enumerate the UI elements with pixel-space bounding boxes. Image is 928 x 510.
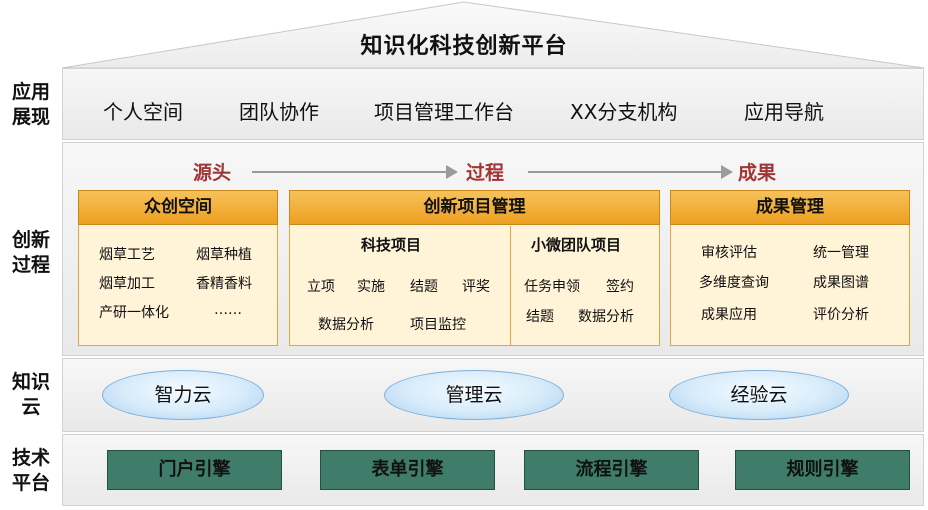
app-item-team-collab[interactable]: 团队协作 <box>239 100 319 124</box>
result-mgmt-header: 成果管理 <box>670 190 910 225</box>
engine-portal[interactable]: 门户引擎 <box>107 450 282 490</box>
result-item: 成果应用 <box>701 307 757 323</box>
team-project-item: 签约 <box>606 279 634 295</box>
tech-project-item: 数据分析 <box>318 317 374 333</box>
crowd-item: …… <box>214 302 242 318</box>
process-layer-label: 创新 过程 <box>11 229 50 276</box>
crowd-item: 烟草种植 <box>196 247 252 263</box>
crowd-item: 香精香料 <box>196 276 252 292</box>
tech-project-item: 评奖 <box>462 279 490 295</box>
stage-process: 过程 <box>466 162 505 184</box>
result-item: 多维度查询 <box>699 275 769 291</box>
app-item-personal-space[interactable]: 个人空间 <box>103 100 183 124</box>
tech-project-title: 科技项目 <box>361 236 422 254</box>
crowd-item: 烟草工艺 <box>99 247 155 263</box>
project-mgmt-header: 创新项目管理 <box>289 190 660 225</box>
knowledge-layer-label: 知识 云 <box>11 371 50 418</box>
tech-project-item: 实施 <box>357 279 385 295</box>
engine-workflow[interactable]: 流程引擎 <box>524 450 699 490</box>
crowd-item: 产研一体化 <box>99 305 169 321</box>
app-item-project-workbench[interactable]: 项目管理工作台 <box>374 100 514 124</box>
result-item: 统一管理 <box>813 245 869 261</box>
stage-source: 源头 <box>193 162 232 184</box>
arrow-head-2 <box>721 165 733 179</box>
platform-title: 知识化科技创新平台 <box>360 34 568 59</box>
team-project-item: 结题 <box>526 309 554 325</box>
project-panel-divider <box>510 226 511 345</box>
app-item-app-nav[interactable]: 应用导航 <box>744 100 824 124</box>
engine-rules[interactable]: 规则引擎 <box>735 450 910 490</box>
tech-layer-label: 技术 平台 <box>11 447 50 494</box>
team-project-title: 小微团队项目 <box>531 236 622 254</box>
result-item: 审核评估 <box>701 245 757 261</box>
tech-project-item: 结题 <box>410 279 438 295</box>
team-project-item: 任务申领 <box>524 279 580 295</box>
result-item: 成果图谱 <box>813 275 869 291</box>
crowd-space-header: 众创空间 <box>78 190 278 225</box>
crowd-item: 烟草加工 <box>99 276 155 292</box>
cloud-experience[interactable]: 经验云 <box>669 370 849 420</box>
arrow-line-2 <box>528 171 723 173</box>
engine-form[interactable]: 表单引擎 <box>320 450 495 490</box>
team-project-item: 数据分析 <box>578 309 634 325</box>
stage-result: 成果 <box>738 162 777 184</box>
result-item: 评价分析 <box>813 307 869 323</box>
arrow-head-1 <box>446 165 458 179</box>
arrow-line-1 <box>252 171 448 173</box>
cloud-management[interactable]: 管理云 <box>384 370 564 420</box>
app-layer-band <box>62 68 924 140</box>
tech-project-item: 立项 <box>307 279 335 295</box>
cloud-intelligence[interactable]: 智力云 <box>102 370 264 420</box>
app-layer-label: 应用 展现 <box>11 81 50 128</box>
tech-project-item: 项目监控 <box>410 317 466 333</box>
app-item-branch[interactable]: XX分支机构 <box>570 100 678 124</box>
